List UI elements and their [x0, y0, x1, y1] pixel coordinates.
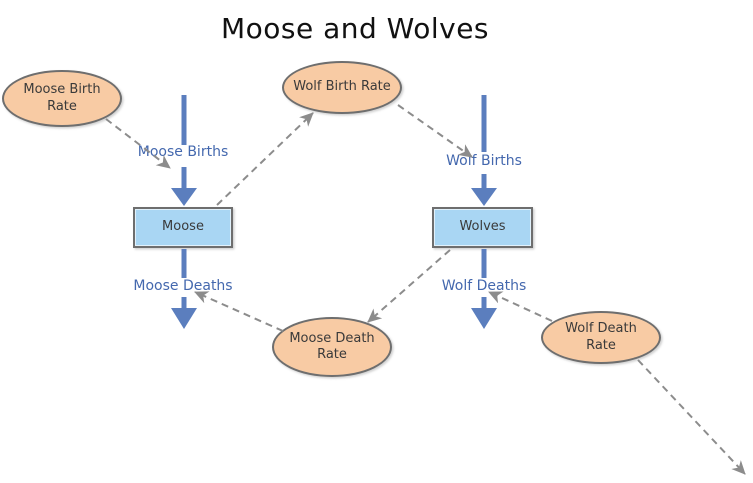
stock-moose-label: Moose — [162, 219, 204, 235]
flow-label-wolf-deaths[interactable]: Wolf Deaths — [441, 278, 527, 294]
link-wolf-death-rate-to-offscreen[interactable] — [637, 359, 746, 475]
stock-wolves[interactable]: Wolves — [432, 207, 533, 248]
link-moose-death-rate-to-moose-deaths[interactable] — [194, 291, 284, 332]
link-wolves-to-moose-death-rate[interactable] — [367, 249, 451, 323]
flow-wolf-deaths-arrowhead-icon — [471, 308, 497, 329]
converter-wolf-birth-rate[interactable]: Wolf Birth Rate — [282, 61, 402, 114]
converter-wolf-birth-rate-label: Wolf Birth Rate — [293, 79, 391, 95]
link-wolf-death-rate-to-wolf-deaths[interactable] — [488, 291, 553, 322]
flow-moose-births-arrowhead-icon — [171, 188, 197, 206]
stock-wolves-label: Wolves — [459, 219, 506, 235]
converter-moose-birth-rate[interactable]: Moose Birth Rate — [2, 70, 122, 127]
link-wolf-birth-rate-to-wolf-births[interactable] — [397, 104, 473, 158]
converter-moose-birth-rate-label: Moose Birth Rate — [23, 82, 101, 114]
flow-wolf-births-arrowhead-icon — [471, 188, 497, 206]
diagram-title: Moose and Wolves — [220, 12, 490, 45]
flow-label-moose-births[interactable]: Moose Births — [137, 144, 229, 160]
converter-moose-death-rate-label: Moose Death Rate — [289, 330, 375, 362]
stock-moose[interactable]: Moose — [133, 207, 233, 248]
flow-wolf-births-arrow[interactable] — [471, 95, 497, 206]
flow-label-moose-deaths[interactable]: Moose Deaths — [133, 278, 233, 294]
link-moose-to-wolf-birth-rate[interactable] — [216, 112, 314, 206]
converter-moose-death-rate[interactable]: Moose Death Rate — [272, 317, 392, 377]
converter-wolf-death-rate[interactable]: Wolf Death Rate — [541, 311, 661, 364]
flow-moose-deaths-arrowhead-icon — [171, 308, 197, 329]
flow-label-wolf-births[interactable]: Wolf Births — [446, 153, 522, 169]
converter-wolf-death-rate-label: Wolf Death Rate — [565, 321, 637, 353]
